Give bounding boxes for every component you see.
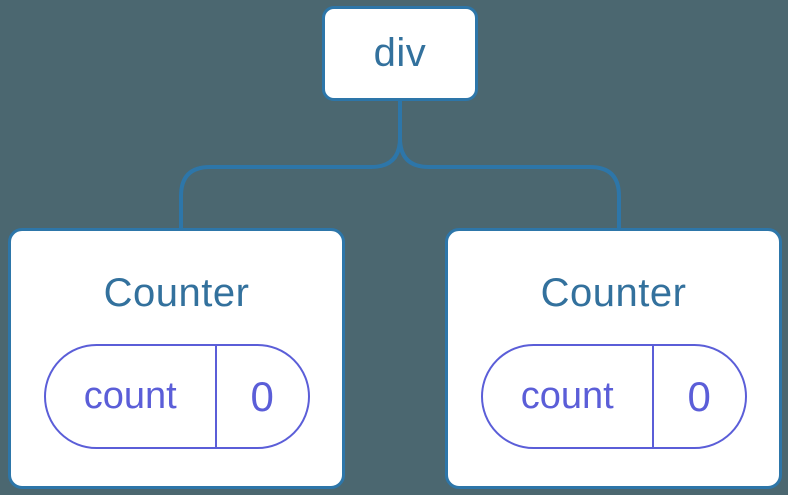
tree-node-div-label: div bbox=[373, 31, 427, 75]
branch-right-line bbox=[398, 101, 621, 228]
state-pill: count 0 bbox=[43, 344, 310, 449]
state-value: 0 bbox=[250, 372, 274, 420]
state-key-label: count bbox=[483, 346, 654, 447]
tree-node-div: div bbox=[322, 6, 478, 101]
state-pill: count 0 bbox=[480, 344, 747, 449]
state-value: 0 bbox=[687, 372, 711, 420]
state-key-label: count bbox=[46, 346, 217, 447]
component-node-counter-2: Counter count 0 bbox=[445, 228, 782, 489]
component-name-label: Counter bbox=[540, 271, 687, 315]
component-name-label: Counter bbox=[103, 271, 250, 315]
branch-left-line bbox=[179, 101, 402, 228]
component-node-counter-1: Counter count 0 bbox=[8, 228, 345, 489]
